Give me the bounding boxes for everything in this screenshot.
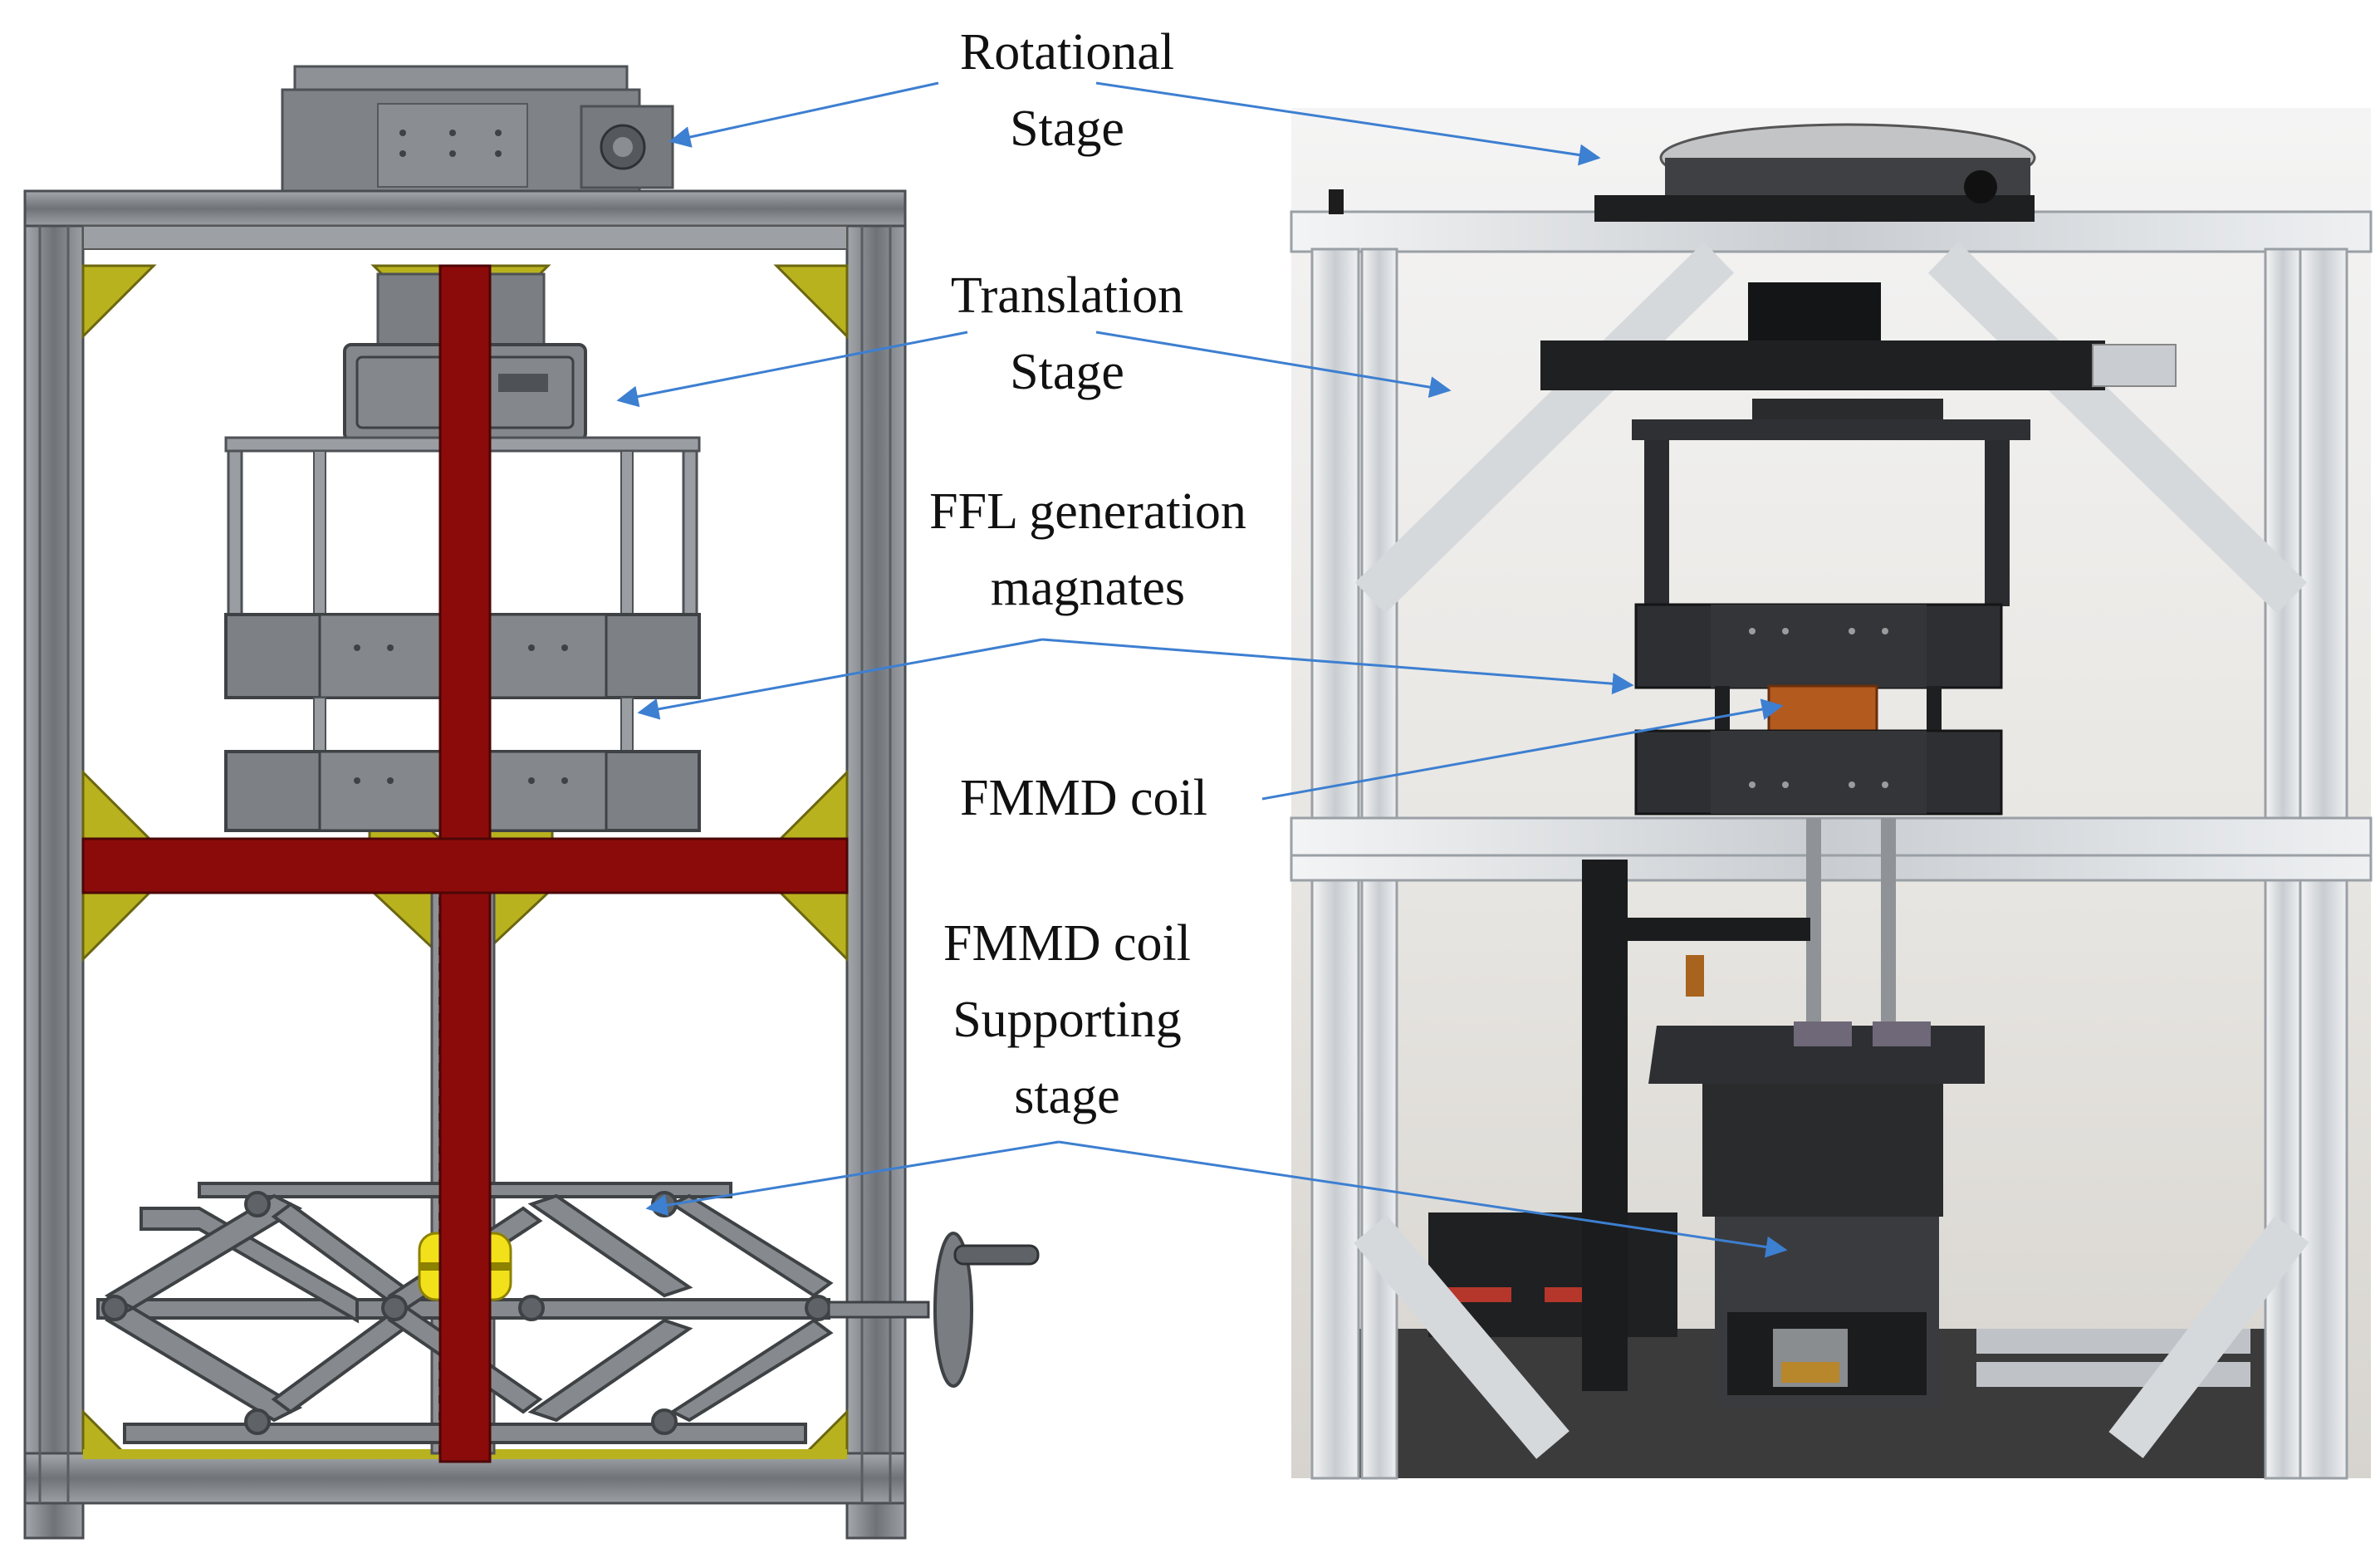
arrow-support-right [1058,1140,1788,1258]
handwheel-icon [827,1232,1040,1388]
label-support-line1: FMMD coil [943,915,1191,972]
label-support-line3: stage [1014,1068,1120,1124]
label-ffl: FFL generation magnates [880,473,1295,626]
label-support: FMMD coil Supporting stage [889,905,1246,1134]
label-ffl-line1: FFL generation [929,483,1246,540]
cad-frame [23,189,907,1540]
arrow-ffl-left [637,638,1043,720]
photo-magnets [1634,440,2010,816]
label-rotational: Rotational Stage [905,14,1229,167]
label-translation-line1: Translation [950,267,1184,324]
cad-red-beams [81,264,849,1463]
label-fmmd-coil-text: FMMD coil [960,770,1207,826]
cad-drawing [23,65,1040,1540]
label-rotational-line2: Stage [1010,100,1124,157]
label-rotational-line1: Rotational [959,24,1175,81]
photo-rotational-stage [1329,123,2036,222]
label-translation: Translation Stage [897,257,1237,410]
arrow-translation-right [1095,331,1452,399]
callout-arrows [616,81,1788,1258]
label-fmmd-coil: FMMD coil [897,760,1271,836]
label-support-line2: Supporting [952,992,1182,1048]
label-ffl-line2: magnates [990,560,1186,616]
arrow-rotational-left [668,81,939,148]
photo-frame [1290,210,2373,1480]
photo [1290,108,2373,1480]
arrow-fmmd-coil [1261,698,1784,801]
arrow-translation-left [616,331,968,408]
arrow-rotational-right [1095,81,1601,166]
cad-rotational-stage [281,65,674,193]
photo-diagonal-braces [1354,242,2309,1459]
arrow-support-left [645,1140,1060,1217]
label-translation-line2: Stage [1010,344,1124,400]
photo-translation-stage [1540,282,2177,440]
photo-support-stage [1582,818,1985,1408]
arrow-ffl-right [1041,638,1634,695]
